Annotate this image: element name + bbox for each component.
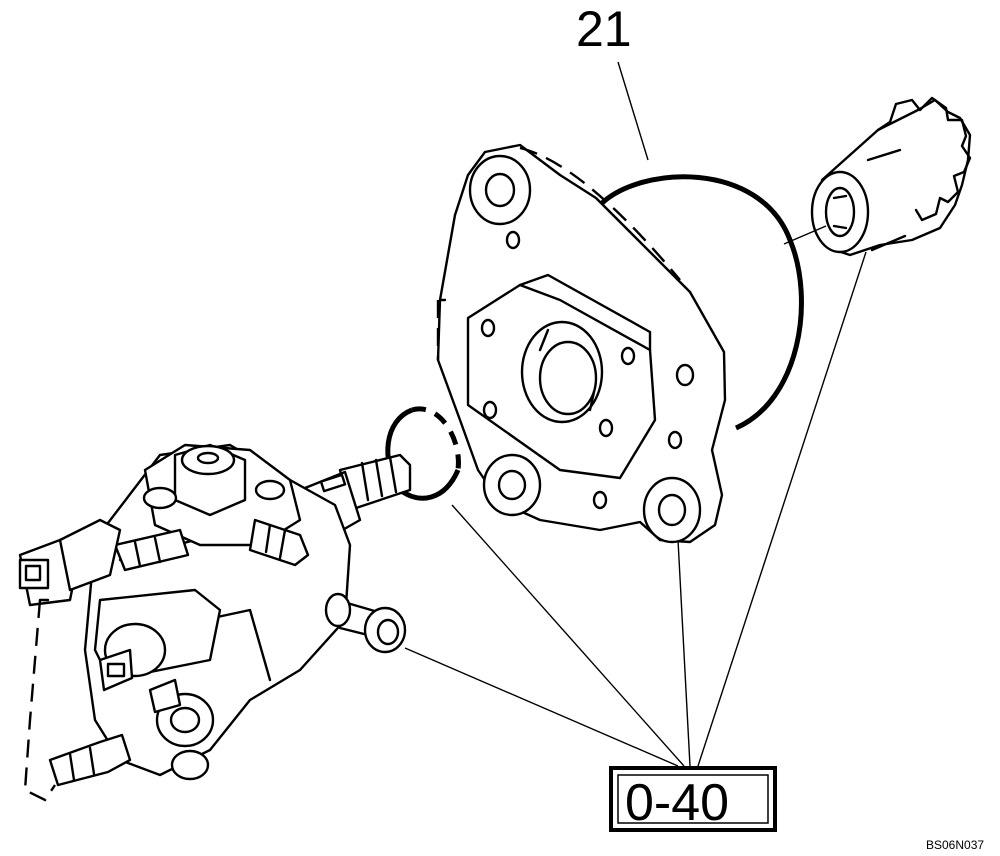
leader-lines bbox=[404, 61, 867, 767]
drawing-code: BS06N037 bbox=[926, 838, 984, 852]
reference-box: 0-40 bbox=[609, 766, 777, 832]
part-number-callout: 21 bbox=[576, 1, 632, 57]
large-o-ring bbox=[598, 174, 804, 431]
pump-flange bbox=[436, 143, 727, 544]
drive-gear bbox=[783, 96, 972, 257]
injection-pump bbox=[18, 443, 412, 802]
reference-box-label: 0-40 bbox=[625, 774, 729, 832]
